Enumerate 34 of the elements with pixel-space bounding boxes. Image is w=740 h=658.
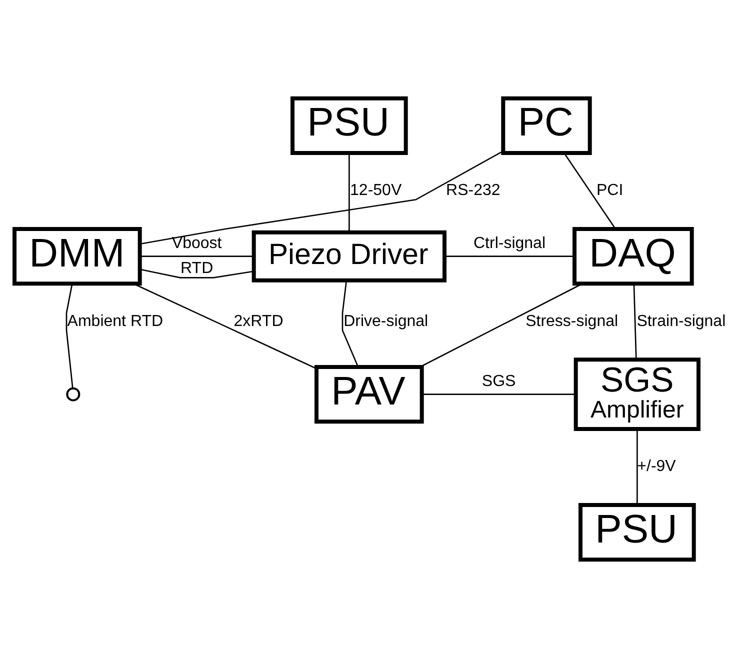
edge-label: Ctrl-signal — [472, 234, 546, 252]
connector — [348, 154, 350, 232]
connector — [444, 256, 574, 257]
edge-label: 2xRTD — [233, 312, 283, 330]
node-circle — [66, 387, 80, 402]
connector — [422, 394, 575, 395]
edge-label: RS-232 — [446, 182, 500, 200]
connector — [65, 284, 73, 388]
connector — [563, 153, 616, 230]
edge-label: Vboost — [171, 234, 222, 252]
node-box: DMM — [12, 227, 142, 286]
edge-label: PCI — [596, 182, 623, 200]
edge-label: Drive-signal — [343, 312, 428, 330]
connector — [341, 280, 358, 368]
connector — [419, 283, 582, 368]
node-box: PC — [500, 96, 592, 155]
edge-label: RTD — [180, 260, 213, 278]
edge-label: 12-50V — [350, 182, 402, 200]
node-box: PSU — [578, 503, 696, 562]
node-box: Piezo Driver — [251, 230, 446, 282]
node-box: PAV — [314, 365, 424, 424]
connector — [132, 283, 316, 370]
connector — [139, 268, 254, 278]
edge-label: SGS — [481, 372, 516, 390]
connector — [139, 150, 503, 245]
connector — [139, 256, 254, 257]
node-box: PSU — [290, 96, 408, 155]
node-box: SGS Amplifier — [573, 358, 700, 431]
connector — [636, 429, 638, 505]
edge-label: Ambient RTD — [66, 312, 163, 330]
edge-label: Stress-signal — [525, 312, 618, 330]
connector — [632, 284, 636, 360]
node-box: DAQ — [572, 227, 694, 286]
edge-label: Strain-signal — [636, 312, 726, 330]
